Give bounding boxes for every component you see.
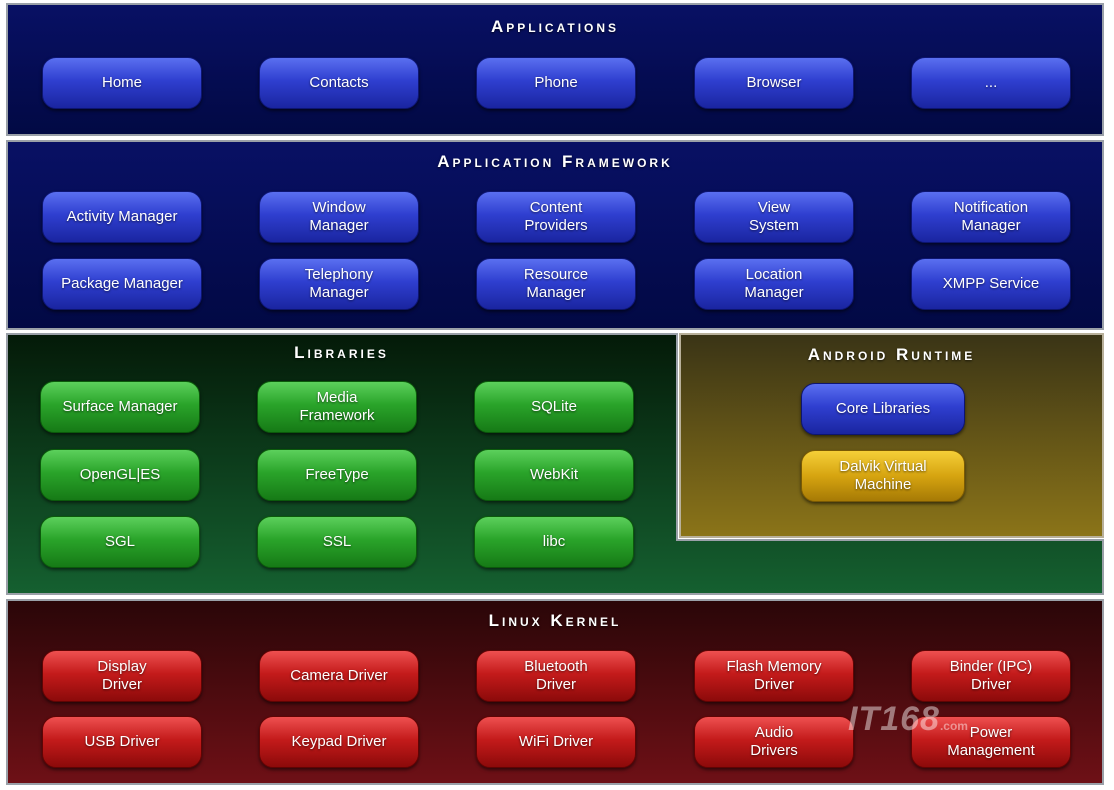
applications-layer: Applications Home Contacts Phone Browser… [6,3,1104,136]
bluetooth-driver-button[interactable]: Bluetooth Driver [476,650,636,702]
app-home-button[interactable]: Home [42,57,202,109]
linux-kernel-title: Linux Kernel [488,611,622,630]
app-phone-button[interactable]: Phone [476,57,636,109]
libraries-title: Libraries [294,343,389,362]
app-browser-button[interactable]: Browser [694,57,854,109]
opengl-es-button[interactable]: OpenGL|ES [40,449,200,501]
wifi-driver-button[interactable]: WiFi Driver [476,716,636,768]
window-manager-button[interactable]: Window Manager [259,191,419,243]
flash-memory-driver-button[interactable]: Flash Memory Driver [694,650,854,702]
audio-drivers-button[interactable]: Audio Drivers [694,716,854,768]
package-manager-button[interactable]: Package Manager [42,258,202,310]
sgl-button[interactable]: SGL [40,516,200,568]
app-more-button[interactable]: ... [911,57,1071,109]
app-contacts-button[interactable]: Contacts [259,57,419,109]
framework-layer: Application Framework Activity Manager W… [6,140,1104,330]
android-runtime-layer: Android Runtime Core Libraries Dalvik Vi… [679,333,1104,538]
telephony-manager-button[interactable]: Telephony Manager [259,258,419,310]
framework-title: Application Framework [437,152,673,171]
applications-title: Applications [490,17,620,36]
dalvik-vm-button[interactable]: Dalvik Virtual Machine [801,450,965,502]
resource-manager-button[interactable]: Resource Manager [476,258,636,310]
view-system-button[interactable]: View System [694,191,854,243]
ssl-button[interactable]: SSL [257,516,417,568]
display-driver-button[interactable]: Display Driver [42,650,202,702]
core-libraries-button[interactable]: Core Libraries [801,383,965,435]
surface-manager-button[interactable]: Surface Manager [40,381,200,433]
notification-manager-button[interactable]: Notification Manager [911,191,1071,243]
webkit-button[interactable]: WebKit [474,449,634,501]
media-framework-button[interactable]: Media Framework [257,381,417,433]
libc-button[interactable]: libc [474,516,634,568]
android-runtime-title: Android Runtime [807,345,976,364]
sqlite-button[interactable]: SQLite [474,381,634,433]
keypad-driver-button[interactable]: Keypad Driver [259,716,419,768]
xmpp-service-button[interactable]: XMPP Service [911,258,1071,310]
binder-ipc-driver-button[interactable]: Binder (IPC) Driver [911,650,1071,702]
power-management-button[interactable]: Power Management [911,716,1071,768]
camera-driver-button[interactable]: Camera Driver [259,650,419,702]
location-manager-button[interactable]: Location Manager [694,258,854,310]
activity-manager-button[interactable]: Activity Manager [42,191,202,243]
libraries-layer: Libraries Surface Manager Media Framewor… [6,333,1104,595]
freetype-button[interactable]: FreeType [257,449,417,501]
content-providers-button[interactable]: Content Providers [476,191,636,243]
usb-driver-button[interactable]: USB Driver [42,716,202,768]
linux-kernel-layer: Linux Kernel Display Driver Camera Drive… [6,599,1104,785]
